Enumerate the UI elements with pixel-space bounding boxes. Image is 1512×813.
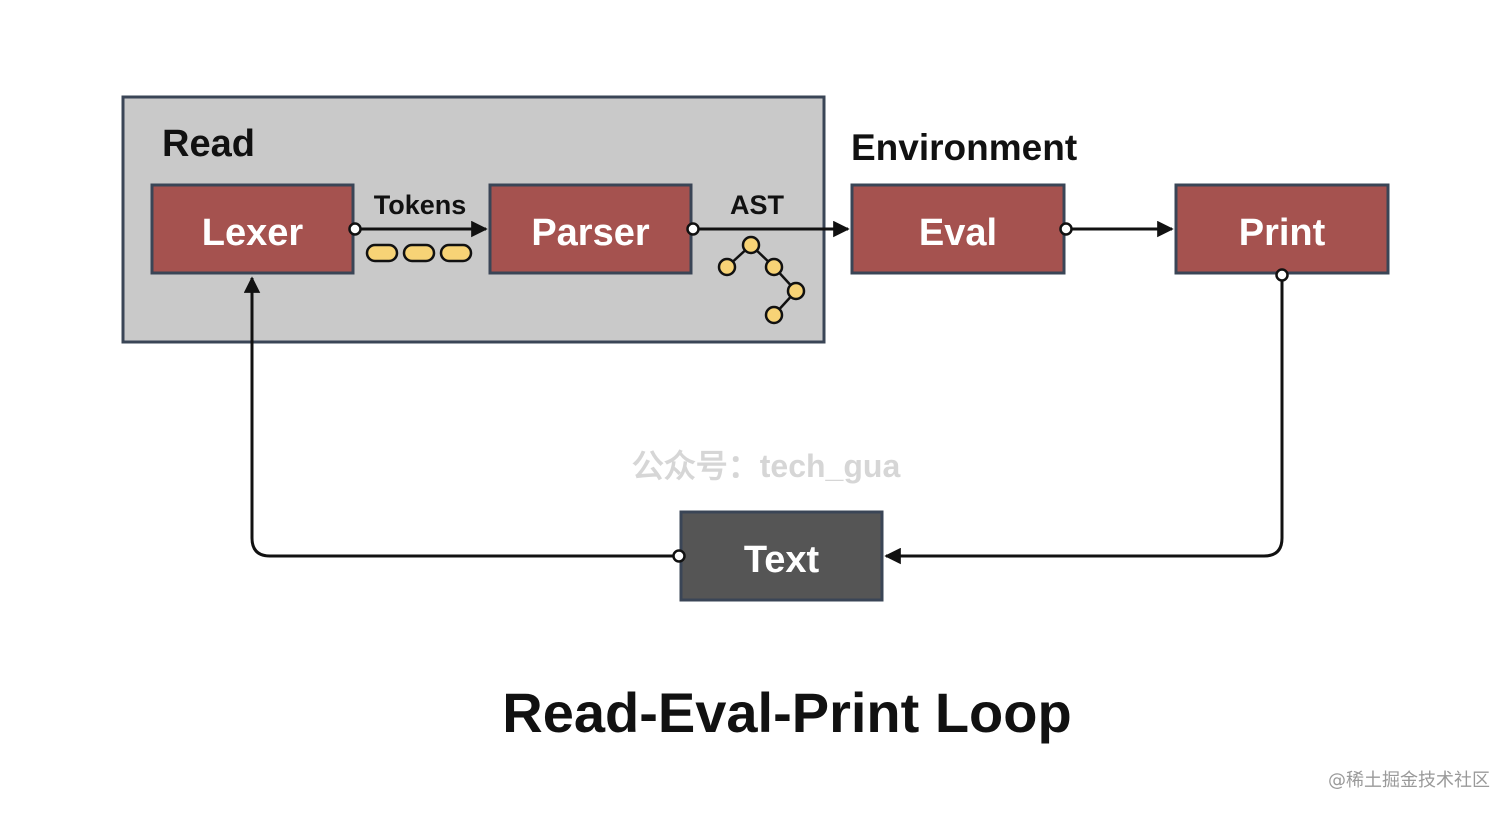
- eval-output-port: [1059, 222, 1073, 236]
- ast-label: AST: [730, 190, 785, 220]
- environment-label: Environment: [851, 127, 1077, 168]
- text-node: Text: [679, 510, 884, 602]
- parser-label: Parser: [531, 212, 650, 254]
- token-icons: [365, 243, 473, 263]
- token-icon: [365, 243, 399, 263]
- token-icon: [402, 243, 436, 263]
- token-icon: [439, 243, 473, 263]
- corner-watermark: @稀土掘金技术社区: [1328, 770, 1490, 791]
- diagram-title: Read-Eval-Print Loop: [502, 681, 1071, 744]
- eval-label: Eval: [919, 212, 997, 254]
- text-output-port: [672, 549, 686, 563]
- parser-node: Parser: [488, 183, 693, 275]
- read-group-label: Read: [162, 123, 255, 165]
- eval-node: Eval: [850, 183, 1066, 275]
- edge-print-text: [884, 275, 1284, 565]
- print-output-port: [1275, 268, 1289, 282]
- center-watermark: 公众号：tech_gua: [632, 448, 901, 484]
- lexer-label: Lexer: [202, 212, 304, 254]
- print-label: Print: [1239, 212, 1326, 254]
- lexer-output-port: [348, 222, 362, 236]
- text-label: Text: [744, 539, 820, 581]
- print-node: Print: [1174, 183, 1390, 275]
- ast-tree-icon: [717, 235, 806, 325]
- parser-output-port: [686, 222, 700, 236]
- edge-text-lexer: [243, 276, 679, 558]
- tokens-label: Tokens: [374, 190, 467, 220]
- lexer-node: Lexer: [150, 183, 355, 275]
